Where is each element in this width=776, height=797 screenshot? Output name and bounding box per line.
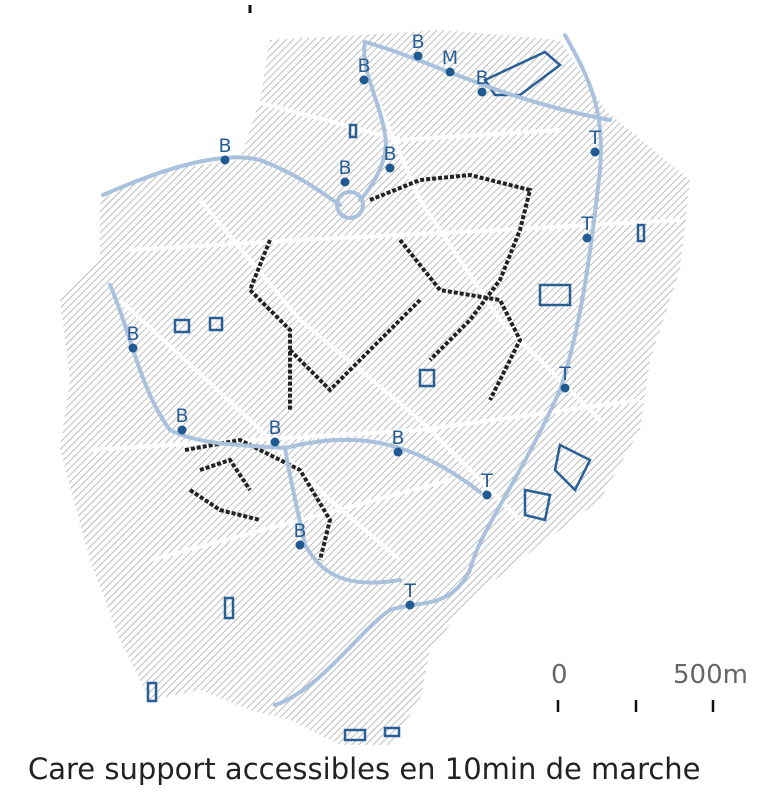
stop-markers: [128, 51, 600, 610]
stop-marker: [270, 437, 280, 447]
stop-label: T: [559, 363, 571, 385]
stop-label: T: [481, 470, 493, 492]
care-buildings: [146, 50, 646, 742]
stop-marker: [405, 600, 415, 610]
highlighted-buildings: [184, 172, 533, 561]
stop-label: B: [391, 427, 405, 449]
stop-marker: [220, 155, 230, 165]
stop-label: B: [293, 520, 307, 542]
scale-end-label: 500m: [673, 660, 748, 690]
stop-label: T: [404, 580, 416, 602]
stop-marker: [359, 75, 369, 85]
stop-label: B: [268, 417, 282, 439]
scale-bar: [556, 700, 715, 712]
stop-label: B: [383, 143, 397, 165]
stop-marker: [340, 177, 350, 187]
stop-marker: [477, 87, 487, 97]
stop-marker: [177, 425, 187, 435]
stop-label: B: [338, 157, 352, 179]
stop-label: B: [357, 55, 371, 77]
stop-label: T: [589, 127, 601, 149]
stop-label: B: [411, 31, 425, 53]
stop-label: B: [175, 405, 189, 427]
stop-marker: [482, 490, 492, 500]
stop-marker: [560, 383, 570, 393]
stop-label: B: [475, 67, 489, 89]
transit-routes: [101, 33, 612, 707]
stop-label: B: [218, 135, 232, 157]
stop-label: M: [441, 47, 459, 69]
stop-marker: [582, 233, 592, 243]
stop-label: B: [126, 323, 140, 345]
stop-label: T: [581, 213, 593, 235]
stop-marker: [128, 343, 138, 353]
stop-marker: [393, 447, 403, 457]
stop-marker: [385, 163, 395, 173]
map-caption: Care support accessibles en 10min de mar…: [28, 752, 701, 786]
streets: [89, 59, 681, 562]
stop-marker: [413, 51, 423, 61]
scale-start-label: 0: [551, 660, 568, 690]
stop-marker: [590, 147, 600, 157]
stop-marker: [445, 67, 455, 77]
stop-marker: [295, 540, 305, 550]
district-area: [60, 30, 690, 745]
